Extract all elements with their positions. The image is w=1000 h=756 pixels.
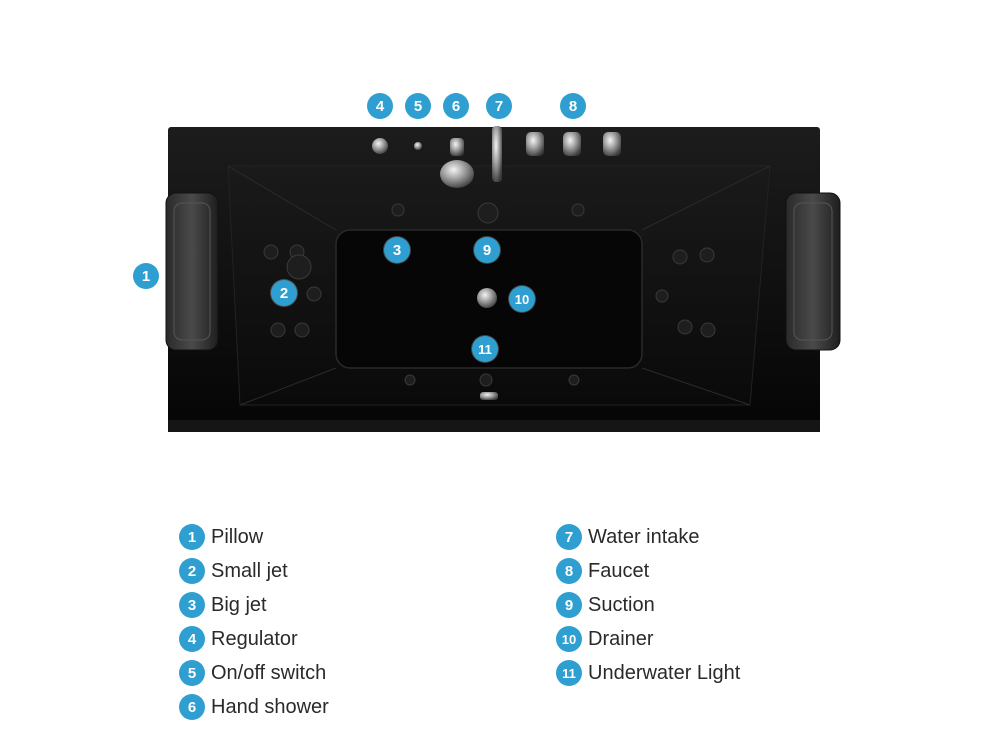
legend-item-pillow: 1 Pillow xyxy=(179,520,329,554)
marker-2: 2 xyxy=(271,280,297,306)
legend-item-hand-shower: 6 Hand shower xyxy=(179,690,329,724)
legend-label: Faucet xyxy=(588,559,650,582)
legend-number: 9 xyxy=(556,592,582,618)
legend-number: 3 xyxy=(179,592,205,618)
legend-label: Hand shower xyxy=(211,695,329,718)
legend-number: 8 xyxy=(556,558,582,584)
hand-shower xyxy=(440,138,474,188)
on-off-switch xyxy=(414,142,422,150)
legend-label: On/off switch xyxy=(211,661,327,684)
marker-3: 3 xyxy=(384,237,410,263)
drain xyxy=(477,288,497,308)
legend-number: 5 xyxy=(179,660,205,686)
legend-left-column: 1 Pillow 2 Small jet 3 Big jet 4 Regulat… xyxy=(179,520,329,724)
marker-1: 1 xyxy=(133,263,159,289)
legend-label: Small jet xyxy=(211,559,288,582)
regulator-knob xyxy=(372,138,388,154)
legend-number: 2 xyxy=(179,558,205,584)
legend-label: Drainer xyxy=(588,627,654,650)
legend-label: Water intake xyxy=(588,525,700,548)
legend-item-drainer: 10 Drainer xyxy=(556,622,740,656)
legend-number: 10 xyxy=(556,626,582,652)
marker-9: 9 xyxy=(474,237,500,263)
water-intake-spout xyxy=(492,126,502,182)
faucet-handles xyxy=(526,132,621,156)
legend-item-on-off-switch: 5 On/off switch xyxy=(179,656,329,690)
bathtub-diagram xyxy=(165,126,841,432)
legend-number: 7 xyxy=(556,524,582,550)
legend-item-faucet: 8 Faucet xyxy=(556,554,740,588)
legend-label: Underwater Light xyxy=(588,661,741,684)
legend-item-regulator: 4 Regulator xyxy=(179,622,329,656)
marker-11: 11 xyxy=(472,336,498,362)
marker-10: 10 xyxy=(509,286,535,312)
marker-8: 8 xyxy=(560,93,586,119)
legend-item-small-jet: 2 Small jet xyxy=(179,554,329,588)
legend-right-column: 7 Water intake 8 Faucet 9 Suction 10 Dra… xyxy=(556,520,740,690)
legend-item-big-jet: 3 Big jet xyxy=(179,588,329,622)
marker-5: 5 xyxy=(405,93,431,119)
legend-number: 6 xyxy=(179,694,205,720)
marker-7: 7 xyxy=(486,93,512,119)
legend-item-water-intake: 7 Water intake xyxy=(556,520,740,554)
pillow-left xyxy=(165,192,219,351)
legend-number: 11 xyxy=(556,660,582,686)
legend-item-underwater-light: 11 Underwater Light xyxy=(556,656,740,690)
legend-label: Big jet xyxy=(211,593,267,616)
legend-label: Pillow xyxy=(211,525,264,548)
legend-number: 4 xyxy=(179,626,205,652)
jets xyxy=(263,202,716,387)
legend-number: 1 xyxy=(179,524,205,550)
marker-6: 6 xyxy=(443,93,469,119)
overflow xyxy=(480,392,498,400)
legend-label: Suction xyxy=(588,593,655,616)
legend-label: Regulator xyxy=(211,627,298,650)
marker-4: 4 xyxy=(367,93,393,119)
pillow-right xyxy=(785,192,841,351)
legend-item-suction: 9 Suction xyxy=(556,588,740,622)
